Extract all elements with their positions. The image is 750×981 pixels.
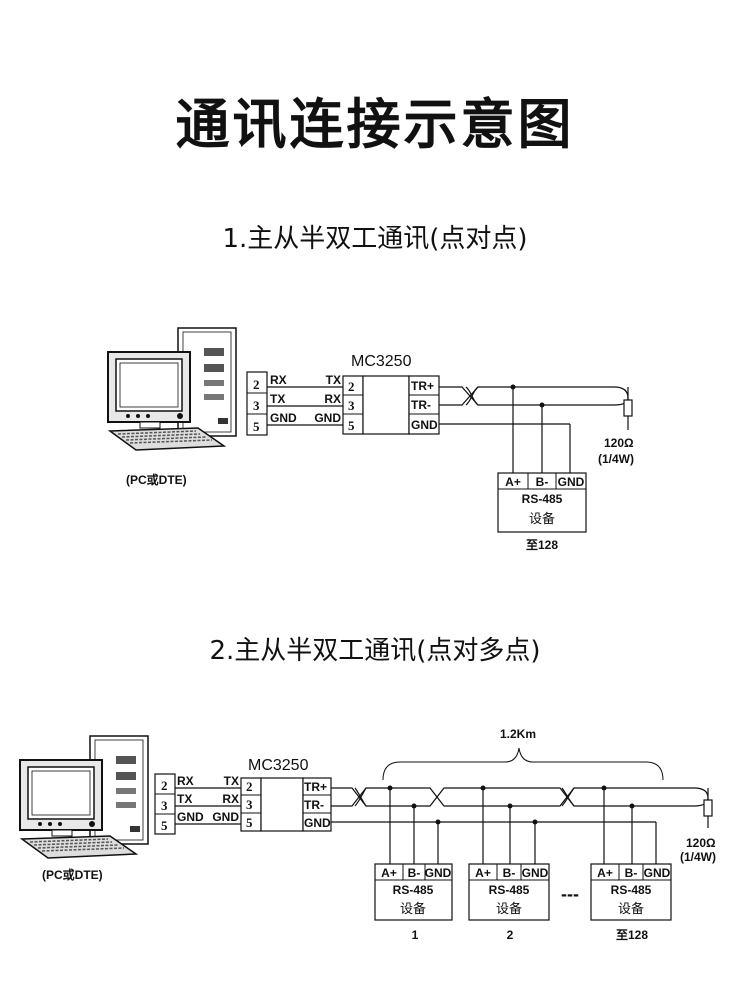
section1-diagram: (PC或DTE) 2 3 5 RX TX GND TX RX GND MC325… <box>107 327 634 552</box>
converter-output-block <box>302 777 332 832</box>
terminal-label: TR+ <box>304 780 327 794</box>
device-terminal-label: A+ <box>597 866 613 880</box>
device-terminal-label: A+ <box>475 866 491 880</box>
pc-signal-label: RX <box>270 373 287 387</box>
port-pin-label: 5 <box>253 419 260 434</box>
device-protocol: RS-485 <box>522 492 563 506</box>
pc-signal-label: TX <box>270 392 285 406</box>
device-count: 至128 <box>526 538 558 552</box>
port-pin-label: 3 <box>161 798 168 813</box>
device-terminal-label: GND <box>558 475 585 489</box>
computer-icon <box>107 327 237 451</box>
device-terminal-label: A+ <box>505 475 521 489</box>
device-index: 至128 <box>616 928 648 942</box>
section1-heading: 1.主从半双工通讯(点对点) <box>222 224 528 254</box>
converter-pin-label: 2 <box>246 779 253 794</box>
resistor-icon <box>623 399 633 417</box>
device-protocol: RS-485 <box>393 883 434 897</box>
mc3250-converter <box>260 777 304 832</box>
terminal-label: TR- <box>411 398 431 412</box>
converter-signal-label: GND <box>314 411 341 425</box>
converter-pin-label: 5 <box>348 418 355 433</box>
device-label: 设备 <box>529 511 555 526</box>
device-label: 设备 <box>496 901 522 916</box>
device-terminal-label: B- <box>503 866 516 880</box>
converter-pin-label: 3 <box>348 398 355 413</box>
port-pin-label: 5 <box>161 818 168 833</box>
converter-output-block <box>408 375 440 435</box>
resistor-power: (1/4W) <box>680 850 716 864</box>
port-pin-label: 3 <box>253 398 260 413</box>
mc3250-converter <box>362 375 410 435</box>
pc-signal-label: TX <box>177 792 192 806</box>
converter-pin-label: 3 <box>246 797 253 812</box>
resistor-icon <box>703 799 713 817</box>
distance-label: 1.2Km <box>500 727 536 741</box>
section2-diagram: (PC或DTE) 2 3 5 RX TX GND TX RX GND MC325… <box>19 727 716 942</box>
pc-signal-label: RX <box>177 774 194 788</box>
device-terminal-label: GND <box>425 866 452 880</box>
device-terminal-label: B- <box>536 475 549 489</box>
device-terminal-label: A+ <box>381 866 397 880</box>
device-terminal-label: B- <box>625 866 638 880</box>
converter-signal-label: TX <box>224 774 239 788</box>
pc-signal-label: GND <box>177 810 204 824</box>
terminal-label: TR- <box>304 798 324 812</box>
device-terminal-label: B- <box>408 866 421 880</box>
converter-pin-label: 5 <box>246 815 253 830</box>
pc-port-connector <box>154 773 176 835</box>
terminal-label: GND <box>411 418 438 432</box>
rs485-device-n: A+ B- GND RS-485 设备 至128 <box>590 863 672 942</box>
device-label: 设备 <box>400 901 426 916</box>
resistor-value: 120Ω <box>604 436 634 450</box>
converter-signal-label: TX <box>326 373 341 387</box>
converter-signal-label: GND <box>212 810 239 824</box>
device-index: 2 <box>507 928 514 942</box>
device-terminal-label: GND <box>522 866 549 880</box>
pc-port-connector <box>246 371 268 436</box>
resistor-value: 120Ω <box>686 836 716 850</box>
port-pin-label: 2 <box>161 778 168 793</box>
rs485-device <box>497 472 587 533</box>
pc-label: (PC或DTE) <box>126 472 187 487</box>
ellipsis: --- <box>561 884 579 904</box>
computer-icon <box>19 735 149 859</box>
converter-name: MC3250 <box>248 757 309 774</box>
pc-signal-label: GND <box>270 411 297 425</box>
page-title: 通讯连接示意图 <box>175 93 575 156</box>
converter-signal-label: RX <box>324 392 341 406</box>
resistor-power: (1/4W) <box>598 452 634 466</box>
converter-signal-label: RX <box>222 792 239 806</box>
device-protocol: RS-485 <box>611 883 652 897</box>
converter-pin-label: 2 <box>348 379 355 394</box>
rs485-device-1: A+ B- GND RS-485 设备 1 <box>374 863 453 942</box>
device-protocol: RS-485 <box>489 883 530 897</box>
section2-heading: 2.主从半双工通讯(点对多点) <box>209 636 541 666</box>
rs485-device-2: A+ B- GND RS-485 设备 2 <box>468 863 550 942</box>
terminal-label: TR+ <box>411 379 434 393</box>
pc-label: (PC或DTE) <box>42 867 103 882</box>
device-label: 设备 <box>618 901 644 916</box>
port-pin-label: 2 <box>253 377 260 392</box>
device-terminal-label: GND <box>644 866 671 880</box>
converter-name: MC3250 <box>351 353 412 370</box>
device-index: 1 <box>412 928 419 942</box>
terminal-label: GND <box>304 816 331 830</box>
